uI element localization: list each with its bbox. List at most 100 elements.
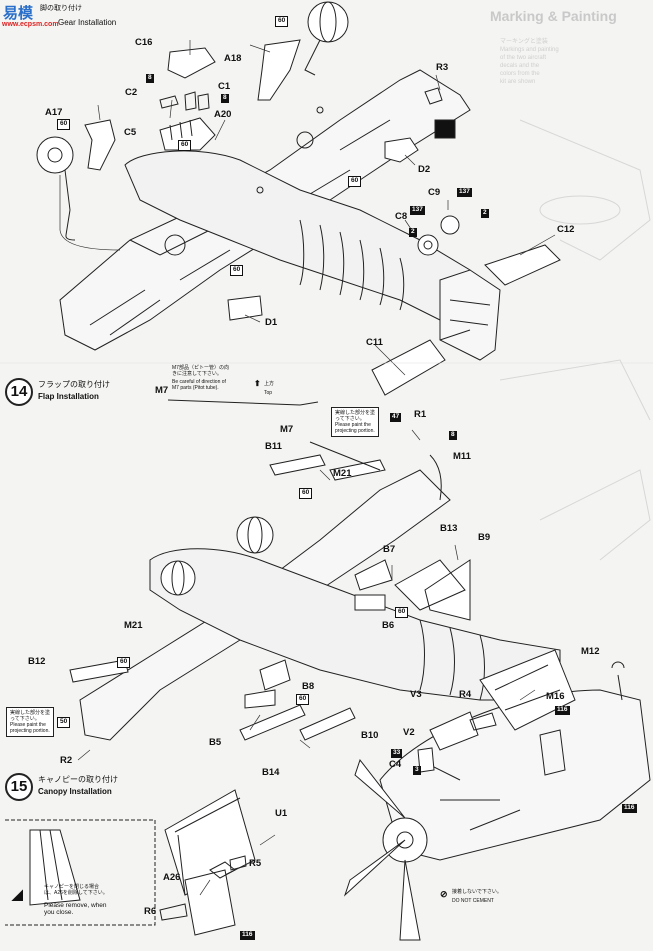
- part-label-m16: M16: [546, 691, 565, 702]
- part-label-b13: B13: [440, 523, 458, 534]
- color-code: 8: [449, 431, 457, 440]
- color-code: 8: [146, 74, 154, 83]
- cement-note-jp: 接着しないで下さい。: [452, 889, 502, 895]
- up-label-jp: 上方: [264, 381, 275, 387]
- part-label-v2: V2: [403, 727, 415, 738]
- part-label-c4: C4: [389, 759, 402, 770]
- step-15-number: 15: [5, 773, 33, 801]
- part-label-a26: A26: [163, 872, 181, 883]
- ghost-aircraft-outline: [499, 119, 651, 561]
- step13-aircraft: [59, 69, 501, 361]
- step13-parts: [36, 1, 561, 396]
- part-label-u1: U1: [275, 808, 288, 819]
- color-code: 60: [395, 607, 409, 618]
- part-label-b6: B6: [382, 620, 395, 631]
- step13-title-en: Gear Installation: [58, 18, 117, 27]
- part-label-c1: C1: [218, 81, 231, 92]
- paint-note-jp: 実線した部分を塗 って下さい。: [335, 410, 376, 422]
- color-code: 60: [178, 140, 192, 151]
- part-label-a17: A17: [45, 107, 63, 118]
- up-arrow-icon: ⬆: [254, 379, 261, 388]
- part-label-b7: B7: [383, 544, 396, 555]
- faded-text-block: マーキングと塗装 Markings and painting of the tw…: [500, 39, 559, 86]
- cement-note-en: DO NOT CEMENT: [452, 898, 494, 904]
- part-label-c9: C9: [428, 187, 441, 198]
- part-label-c11: C11: [366, 337, 383, 348]
- step-14-title-jp: フラップの取り付け: [38, 380, 110, 389]
- step-15-title-en: Canopy Installation: [38, 787, 112, 796]
- color-code: 60: [57, 119, 71, 130]
- part-label-c12: C12: [557, 224, 575, 235]
- step13-title-jp: 脚の取り付け: [40, 5, 82, 12]
- paint-note-en: Please paint the projecting portion.: [335, 422, 375, 434]
- leader-lines: [59, 40, 556, 896]
- color-code: 116: [622, 804, 637, 813]
- color-code: 60: [275, 16, 289, 27]
- color-code: 137: [457, 188, 472, 197]
- step15-aircraft: [343, 649, 651, 941]
- warning-icon: ◢: [12, 886, 23, 902]
- up-label-en: Top: [264, 390, 273, 396]
- part-label-b11: B11: [265, 441, 282, 452]
- canopy-note-jp: キャノピーを閉じる場合 は、A26を削除して下さい。: [44, 884, 108, 896]
- color-code: 47: [390, 413, 402, 422]
- part-label-d2: D2: [418, 164, 431, 175]
- part-label-b9: B9: [478, 532, 491, 543]
- step-14-number: 14: [5, 378, 33, 406]
- part-label-a20: A20: [214, 109, 232, 120]
- part-label-r2: R2: [60, 755, 73, 766]
- paint-note-upper: 実線した部分を塗 って下さい。 Please paint the project…: [331, 407, 380, 437]
- color-code: 60: [230, 265, 244, 276]
- part-label-b8: B8: [302, 681, 315, 692]
- part-label-v3: V3: [410, 689, 422, 700]
- part-label-m11: M11: [453, 451, 471, 462]
- paint-note-lower: 実線した部分を塗 って下さい。 Please paint the project…: [6, 707, 55, 737]
- color-code: 60: [299, 488, 313, 499]
- color-code: 3: [413, 766, 421, 775]
- part-label-c16: C16: [135, 37, 153, 48]
- color-code: 2: [409, 228, 417, 237]
- step-14-title-en: Flap Installation: [38, 392, 99, 401]
- canopy-note-en: Please remove, when you close.: [44, 902, 107, 917]
- part-label-a18: A18: [224, 53, 242, 64]
- part-label-c2: C2: [125, 87, 138, 98]
- color-code: 60: [348, 176, 362, 187]
- part-label-b5: B5: [209, 737, 222, 748]
- part-label-d1: D1: [265, 317, 278, 328]
- m7-note-jp: M7部品（ピトー管）の向 きに注意して下さい。: [172, 365, 229, 377]
- part-label-b14: B14: [262, 767, 280, 778]
- step14-aircraft: [69, 399, 561, 741]
- part-label-c8: C8: [395, 211, 408, 222]
- color-code: 8: [221, 94, 229, 103]
- color-code: 60: [296, 694, 310, 705]
- part-label-b10: B10: [361, 730, 379, 741]
- no-cement-icon: ⊘: [440, 889, 448, 899]
- part-label-b12: B12: [28, 656, 46, 667]
- step-15-title-jp: キャノピーの取り付け: [38, 775, 118, 784]
- faded-heading: Marking & Painting: [490, 8, 617, 24]
- step15-canopy: [5, 789, 256, 936]
- color-code: 60: [117, 657, 131, 668]
- color-code: 50: [57, 717, 71, 728]
- color-code: 116: [555, 706, 570, 715]
- m7-note-en: Be careful of direction of M7 parts (Pit…: [172, 379, 226, 391]
- part-label-m7: M7: [280, 424, 294, 435]
- part-label-m7-pitot: M7: [155, 385, 169, 396]
- part-label-c5: C5: [124, 127, 137, 138]
- color-code: 137: [410, 206, 425, 215]
- paint-note-jp: 実線した部分を塗 って下さい。: [10, 710, 51, 722]
- watermark-logo: 易模: [3, 5, 34, 22]
- color-code: 2: [481, 209, 489, 218]
- part-label-m21-left: M21: [124, 620, 143, 631]
- watermark-site: www.ecpsm.com: [2, 21, 59, 28]
- part-label-m21: M21: [333, 468, 352, 479]
- part-label-r5: R5: [249, 858, 262, 869]
- part-label-r3: R3: [436, 62, 449, 73]
- part-label-r4: R4: [459, 689, 472, 700]
- color-code: 33: [391, 749, 403, 758]
- paint-note-en: Please paint the projecting portion.: [10, 722, 50, 734]
- part-label-r1: R1: [414, 409, 427, 420]
- part-label-m12: M12: [581, 646, 600, 657]
